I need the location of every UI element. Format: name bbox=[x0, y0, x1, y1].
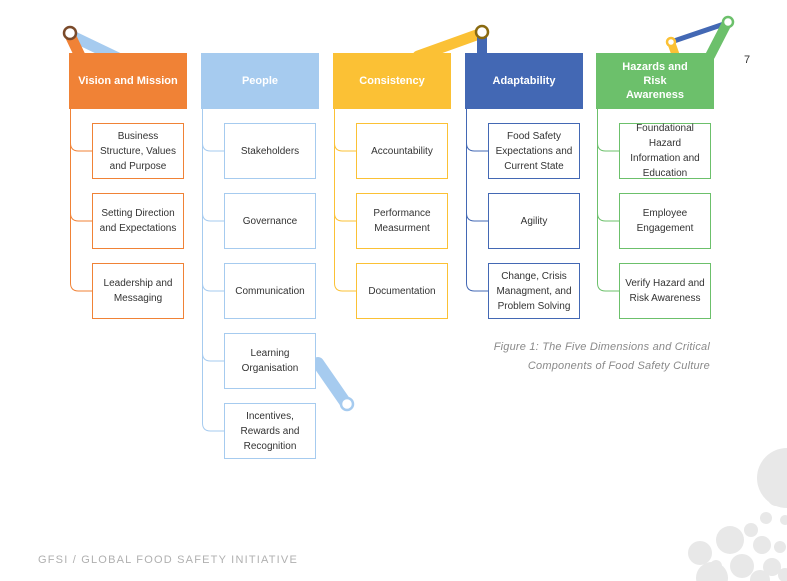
decor-dot bbox=[688, 541, 712, 565]
component-box: Business Structure, Values and Purpose bbox=[92, 123, 184, 179]
component-box: Stakeholders bbox=[224, 123, 316, 179]
component-box: Verify Hazard and Risk Awareness bbox=[619, 263, 711, 319]
component-box: Employee Engagement bbox=[619, 193, 711, 249]
component-box: Learning Organisation bbox=[224, 333, 316, 389]
footer-text: GFSI / GLOBAL FOOD SAFETY INITIATIVE bbox=[38, 554, 298, 566]
decor-dot bbox=[716, 526, 744, 554]
decor-arm-blue-bottom bbox=[312, 357, 351, 408]
connector-branch bbox=[466, 142, 488, 152]
decor-joint-yellow bbox=[474, 24, 490, 40]
decor-dot bbox=[768, 490, 784, 506]
decor-dot bbox=[753, 536, 771, 554]
component-box: Leadership and Messaging bbox=[92, 263, 184, 319]
page-number: 7 bbox=[744, 54, 751, 66]
connector-branch bbox=[202, 352, 224, 362]
connector-branch bbox=[466, 212, 488, 222]
component-box: Documentation bbox=[356, 263, 448, 319]
decor-dot bbox=[750, 570, 770, 581]
decor-arm-navy-right bbox=[668, 20, 730, 45]
connector-branch bbox=[70, 142, 92, 152]
component-box: Incentives, Rewards and Recognition bbox=[224, 403, 316, 459]
connector-branch bbox=[202, 212, 224, 222]
decor-joint-orange bbox=[62, 25, 78, 41]
dimension-header: Hazards and Risk Awareness bbox=[596, 53, 714, 109]
decor-dot bbox=[778, 568, 787, 581]
connector-branch bbox=[70, 212, 92, 222]
decor-dot bbox=[744, 523, 758, 537]
figure-caption: Figure 1: The Five Dimensions and Critic… bbox=[450, 338, 710, 376]
component-box: Agility bbox=[488, 193, 580, 249]
decor-joint-green bbox=[721, 15, 735, 29]
component-box: Food Safety Expectations and Current Sta… bbox=[488, 123, 580, 179]
component-box: Foundational Hazard Information and Educ… bbox=[619, 123, 711, 179]
connector-branch bbox=[334, 142, 356, 152]
decor-dot bbox=[774, 541, 786, 553]
decor-joint-blue bbox=[339, 396, 355, 412]
dimension-header: Consistency bbox=[333, 53, 451, 109]
connector-branch bbox=[70, 282, 92, 292]
connector-branch bbox=[202, 422, 224, 432]
dimension-header: People bbox=[201, 53, 319, 109]
component-box: Governance bbox=[224, 193, 316, 249]
component-box: Accountability bbox=[356, 123, 448, 179]
connector-branch bbox=[334, 212, 356, 222]
decor-dot bbox=[763, 558, 781, 576]
decor-dot bbox=[760, 512, 772, 524]
decor-arm-yellow-top bbox=[412, 27, 488, 62]
dimension-header: Vision and Mission bbox=[69, 53, 187, 109]
decor-dot bbox=[780, 515, 787, 525]
caption-line-1: Figure 1: The Five Dimensions and Critic… bbox=[493, 341, 710, 353]
caption-line-2: Components of Food Safety Culture bbox=[527, 360, 710, 372]
component-box: Setting Direction and Expectations bbox=[92, 193, 184, 249]
connector-branch bbox=[597, 142, 619, 152]
decor-arm-green-right bbox=[705, 18, 732, 61]
decor-dot bbox=[696, 562, 728, 581]
connector-branch bbox=[202, 282, 224, 292]
dimension-header: Adaptability bbox=[465, 53, 583, 109]
connector-branch bbox=[597, 212, 619, 222]
connector-branch bbox=[202, 142, 224, 152]
decor-dot bbox=[730, 554, 754, 578]
component-box: Change, Crisis Managment, and Problem So… bbox=[488, 263, 580, 319]
component-box: Performance Measurment bbox=[356, 193, 448, 249]
connector-branch bbox=[334, 282, 356, 292]
component-box: Communication bbox=[224, 263, 316, 319]
connector-branch bbox=[466, 282, 488, 292]
decor-joint-small-yellow bbox=[665, 36, 677, 48]
connector-branch bbox=[597, 282, 619, 292]
